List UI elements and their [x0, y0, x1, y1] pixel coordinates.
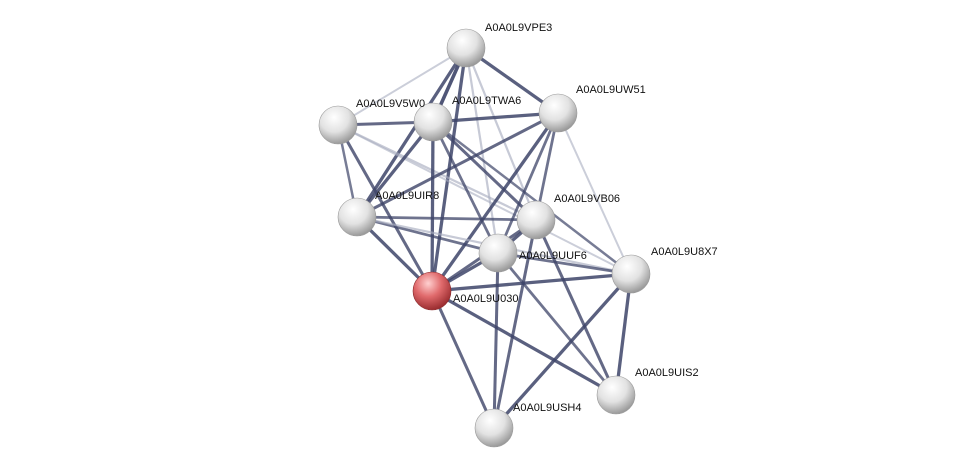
edges-layer — [336, 46, 633, 430]
nodes-layer — [318, 28, 651, 448]
edge-A0A0L9UUF6-A0A0L9UIS2[interactable] — [496, 252, 618, 396]
node-label: A0A0L9UIR8 — [375, 190, 439, 202]
protein-node[interactable] — [516, 200, 556, 240]
edge-A0A0L9UW51-A0A0L9UUF6[interactable] — [496, 112, 560, 254]
edge-A0A0L9UW51-A0A0L9UIR8[interactable] — [356, 111, 559, 219]
edge-A0A0L9U030-A0A0L9U8X7[interactable] — [431, 272, 632, 293]
node-label: A0A0L9UIS2 — [635, 367, 699, 379]
node-label: A0A0L9USH4 — [513, 402, 582, 414]
edge-A0A0L9VB06-A0A0L9USH4[interactable] — [492, 219, 538, 429]
edge-A0A0L9U030-A0A0L9USH4[interactable] — [430, 290, 496, 429]
node-label: A0A0L9U030 — [453, 293, 518, 305]
edge-A0A0L9UIR8-A0A0L9VB06[interactable] — [356, 215, 537, 222]
protein-node[interactable] — [538, 93, 578, 133]
edge-A0A0L9UW51-A0A0L9U8X7[interactable] — [557, 112, 632, 275]
protein-node[interactable] — [446, 28, 486, 68]
edge-A0A0L9VPE3-A0A0L9V5W0[interactable] — [337, 47, 467, 126]
protein-node[interactable] — [611, 254, 651, 294]
protein-node[interactable] — [318, 105, 358, 145]
edge-A0A0L9TWA6-A0A0L9U8X7[interactable] — [432, 121, 632, 275]
edge-A0A0L9VB06-A0A0L9UIS2[interactable] — [534, 219, 618, 396]
node-label: A0A0L9UUF6 — [519, 250, 587, 262]
edge-A0A0L9TWA6-A0A0L9UIR8[interactable] — [355, 120, 435, 219]
node-label: A0A0L9V5W0 — [356, 98, 425, 110]
edge-A0A0L9TWA6-A0A0L9UW51[interactable] — [432, 111, 559, 124]
node-label: A0A0L9VPE3 — [485, 22, 552, 34]
query-protein-node[interactable] — [412, 271, 452, 311]
edge-A0A0L9UW51-A0A0L9U030[interactable] — [430, 112, 560, 292]
edge-A0A0L9V5W0-A0A0L9U8X7[interactable] — [337, 124, 632, 275]
edge-A0A0L9TWA6-A0A0L9UUF6[interactable] — [431, 121, 500, 254]
node-label: A0A0L9UW51 — [576, 84, 646, 96]
node-label: A0A0L9TWA6 — [452, 95, 521, 107]
node-label: A0A0L9VB06 — [554, 193, 620, 205]
protein-node[interactable] — [474, 408, 514, 448]
edge-A0A0L9TWA6-A0A0L9U030[interactable] — [430, 121, 435, 292]
edge-A0A0L9U8X7-A0A0L9USH4[interactable] — [492, 272, 633, 430]
protein-node[interactable] — [478, 233, 518, 273]
edge-A0A0L9V5W0-A0A0L9U030[interactable] — [336, 124, 434, 292]
edge-A0A0L9U8X7-A0A0L9UIS2[interactable] — [614, 273, 633, 396]
edge-A0A0L9UUF6-A0A0L9U8X7[interactable] — [497, 251, 632, 276]
edge-A0A0L9U030-A0A0L9UIS2[interactable] — [431, 289, 617, 397]
protein-node[interactable] — [337, 197, 377, 237]
protein-node[interactable] — [413, 102, 453, 142]
protein-node[interactable] — [596, 375, 636, 415]
node-label: A0A0L9U8X7 — [651, 246, 718, 258]
edge-A0A0L9UUF6-A0A0L9USH4[interactable] — [492, 252, 500, 429]
